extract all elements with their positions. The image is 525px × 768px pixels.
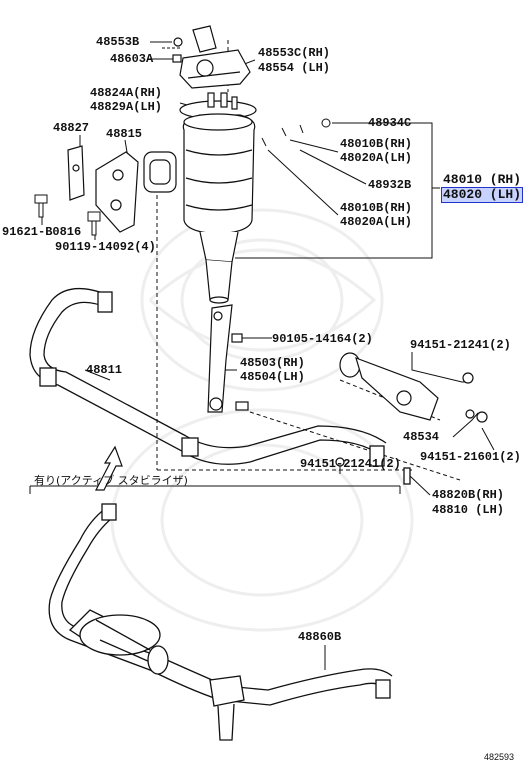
upward-arrow-icon xyxy=(95,445,123,491)
part-label-48534[interactable]: 48534 xyxy=(403,430,440,444)
part-label-48820b[interactable]: 48820B(RH) xyxy=(432,488,505,502)
part-label-48020a-b[interactable]: 48020A(LH) xyxy=(340,215,413,229)
part-label-48010[interactable]: 48010 (RH) xyxy=(443,172,522,187)
section-note-active-stabilizer: 有り(アクティブ スタビライザ) xyxy=(34,474,188,487)
part-label-48827[interactable]: 48827 xyxy=(53,121,90,135)
stabilizer-link xyxy=(207,304,249,413)
part-label-94151-21241-b[interactable]: 94151-21241(2) xyxy=(300,457,401,471)
stabilizer-bar-48811 xyxy=(29,288,411,485)
clips xyxy=(261,118,331,147)
air-spring-assembly xyxy=(179,92,257,304)
bushing-48815 xyxy=(143,151,177,193)
part-label-48934c[interactable]: 48934C xyxy=(368,116,412,130)
part-label-48811[interactable]: 48811 xyxy=(86,363,123,377)
part-label-48020-highlighted[interactable]: 48020 (LH) xyxy=(441,187,524,203)
part-label-48810[interactable]: 48810 (LH) xyxy=(432,503,505,517)
part-label-48554[interactable]: 48554 (LH) xyxy=(258,61,331,75)
part-label-90105[interactable]: 90105-14164(2) xyxy=(272,332,373,346)
part-label-48010b-b[interactable]: 48010B(RH) xyxy=(340,201,413,215)
part-label-48553b[interactable]: 48553B xyxy=(96,35,140,49)
part-label-48553c[interactable]: 48553C(RH) xyxy=(258,46,331,60)
part-label-90119[interactable]: 90119-14092(4) xyxy=(55,240,156,254)
part-label-94151-21601[interactable]: 94151-21601(2) xyxy=(420,450,521,464)
bracket-48824a xyxy=(67,145,139,233)
part-label-48815[interactable]: 48815 xyxy=(106,127,143,141)
part-label-48932b[interactable]: 48932B xyxy=(368,178,412,192)
part-label-94151-21241-a[interactable]: 94151-21241(2) xyxy=(410,338,511,352)
part-label-48020a-a[interactable]: 48020A(LH) xyxy=(340,151,413,165)
part-label-48860b[interactable]: 48860B xyxy=(298,630,342,644)
upper-mount xyxy=(172,25,251,89)
part-label-48503[interactable]: 48503(RH) xyxy=(240,356,305,370)
part-label-48829a[interactable]: 48829A(LH) xyxy=(90,100,163,114)
bolts xyxy=(34,194,101,236)
part-label-48824a[interactable]: 48824A(RH) xyxy=(90,86,163,100)
part-label-91621[interactable]: 91621-B0816 xyxy=(2,225,82,239)
part-label-48504[interactable]: 48504(LH) xyxy=(240,370,305,384)
active-stabilizer-48860b xyxy=(48,503,393,741)
diagram-code: 482593 xyxy=(484,752,515,762)
part-label-48603a[interactable]: 48603A xyxy=(110,52,154,66)
lower-arm-48534 xyxy=(339,352,488,423)
part-label-48010b-a[interactable]: 48010B(RH) xyxy=(340,137,413,151)
